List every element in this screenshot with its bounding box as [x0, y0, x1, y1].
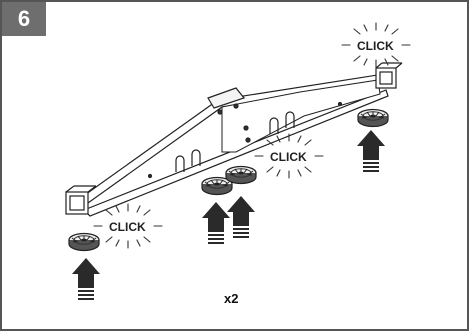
click-callout-top-right: CLICK [357, 39, 394, 53]
caster-wheel-icon [225, 165, 257, 185]
up-arrow-icon [357, 130, 385, 172]
click-callout-center: CLICK [270, 150, 307, 164]
step-number-badge: 6 [2, 2, 46, 36]
frame-assembly [65, 62, 403, 217]
quantity-label: x2 [224, 291, 239, 306]
up-arrow-icon [227, 196, 255, 238]
caster-wheel-icon [68, 232, 100, 252]
caster-wheel-icon [357, 108, 389, 128]
up-arrow-icon [72, 258, 100, 300]
click-callout-left: CLICK [109, 220, 146, 234]
up-arrow-icon [202, 202, 230, 244]
